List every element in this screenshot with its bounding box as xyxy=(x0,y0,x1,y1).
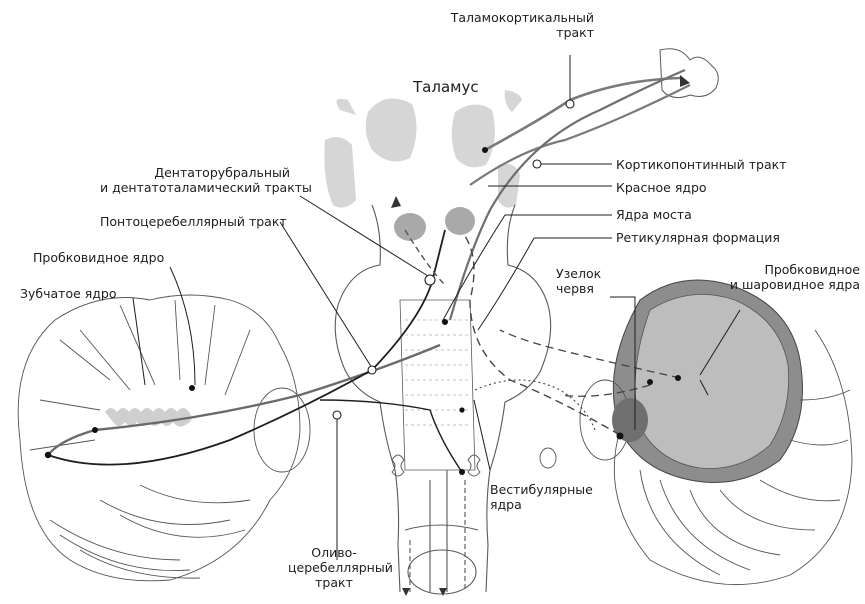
label-red-nucleus: Красное ядро xyxy=(616,180,707,195)
label-nodulus: Узелок червя xyxy=(556,266,601,296)
label-reticular-formation: Ретикулярная формация xyxy=(616,230,780,245)
label-corticopontine-tract: Кортикопонтинный тракт xyxy=(616,157,786,172)
label-emboliform-nucleus: Пробковидное ядро xyxy=(33,250,164,265)
label-dentatorubral-tracts: Дентаторубральный и дентатоталамический … xyxy=(100,165,290,195)
right-cerebellum xyxy=(540,280,852,585)
label-thalamus: Таламус xyxy=(413,80,479,95)
label-pontocerebellar-tract: Понтоцеребеллярный тракт xyxy=(100,214,287,229)
red-nuclei xyxy=(394,207,475,241)
left-cerebellum xyxy=(18,295,310,581)
label-vestibular-nuclei: Вестибулярные ядра xyxy=(490,482,593,512)
label-pontine-nuclei: Ядра моста xyxy=(616,207,692,222)
tract-lines xyxy=(48,70,690,592)
label-thalamocortical-tract: Таламокортикальный тракт xyxy=(420,10,594,40)
label-emboliform-globose-nuclei: Пробковидное и шаровидное ядра xyxy=(690,262,860,292)
thalamus-shapes xyxy=(324,90,522,208)
brainstem-outline xyxy=(335,205,550,594)
cortex-fragment xyxy=(660,49,718,98)
label-olivocerebellar-tract: Оливо- церебеллярный тракт xyxy=(288,545,380,590)
label-dentate-nucleus: Зубчатое ядро xyxy=(20,286,117,301)
